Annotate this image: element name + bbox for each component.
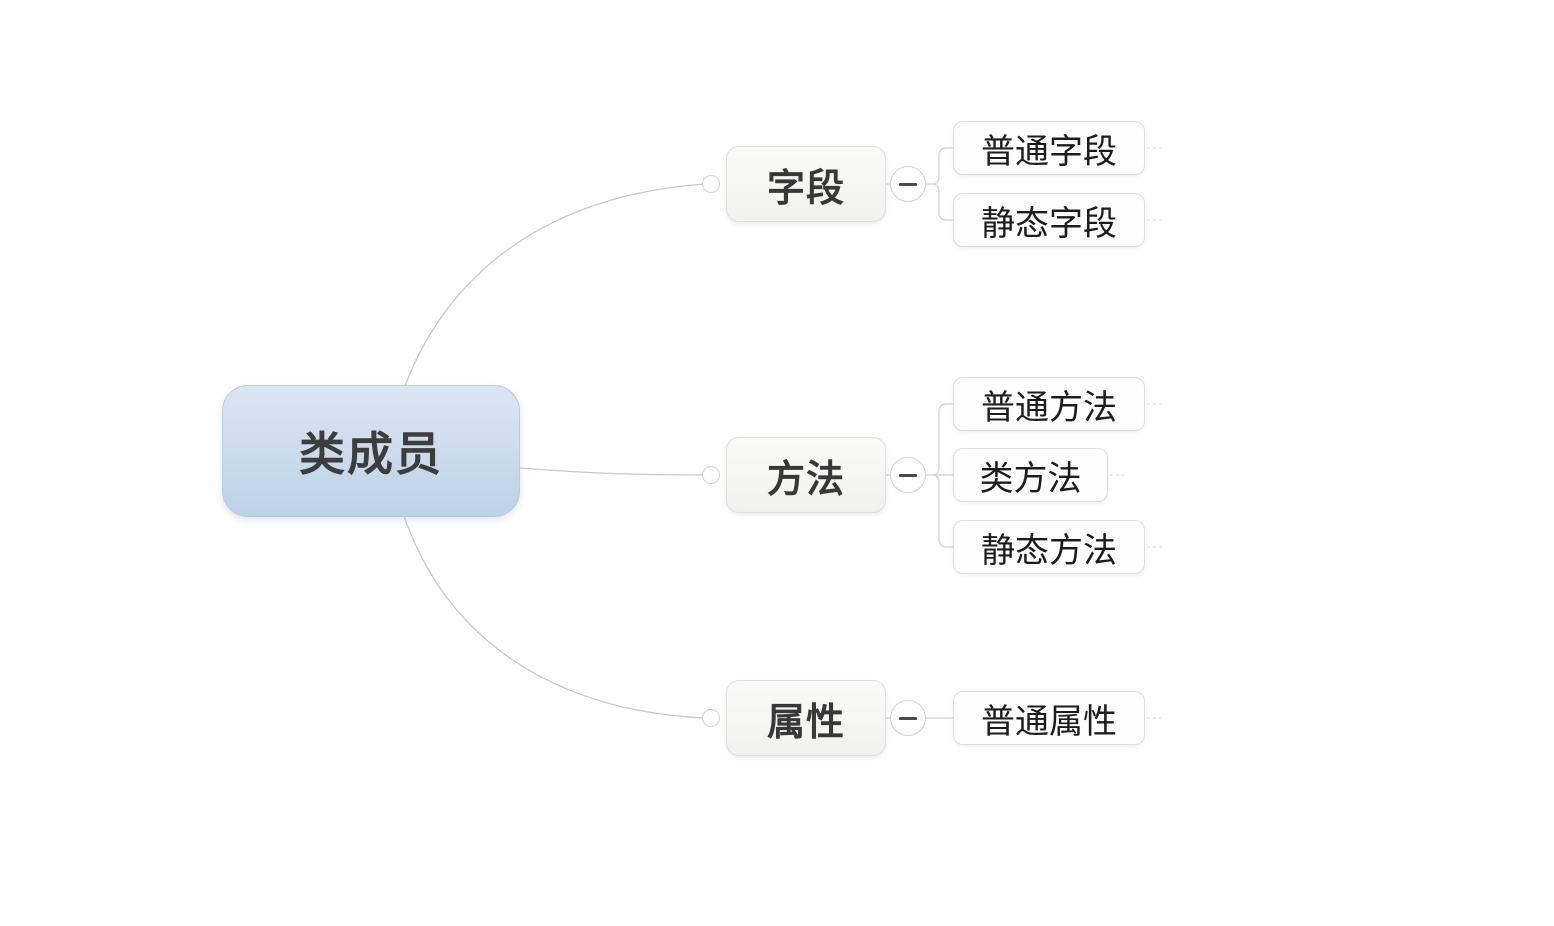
connection-dot — [702, 175, 720, 193]
minus-icon — [899, 473, 917, 477]
edge-root-to-field — [404, 183, 705, 387]
collapse-toggle-field[interactable] — [890, 166, 926, 202]
collapse-toggle-method[interactable] — [890, 457, 926, 493]
leaf-topic[interactable]: 类方法 — [953, 448, 1108, 502]
branch-topic-method[interactable]: 方法 — [726, 437, 886, 513]
branch-topic-field[interactable]: 字段 — [726, 146, 886, 222]
minus-icon — [899, 182, 917, 186]
leaf-topic[interactable]: 静态方法 — [953, 520, 1145, 574]
leaf-topic[interactable]: 普通字段 — [953, 121, 1145, 175]
connection-dot — [702, 709, 720, 727]
branch-topic-property[interactable]: 属性 — [726, 680, 886, 756]
leaf-topic[interactable]: 普通属性 — [953, 691, 1145, 745]
leaf-topic[interactable]: 静态字段 — [953, 193, 1145, 247]
connection-dot — [702, 466, 720, 484]
edge-root-to-method — [519, 467, 705, 476]
minus-icon — [899, 716, 917, 720]
leaf-topic[interactable]: 普通方法 — [953, 377, 1145, 431]
edge-root-to-property — [403, 515, 705, 719]
root-topic[interactable]: 类成员 — [222, 385, 520, 517]
collapse-toggle-property[interactable] — [890, 700, 926, 736]
